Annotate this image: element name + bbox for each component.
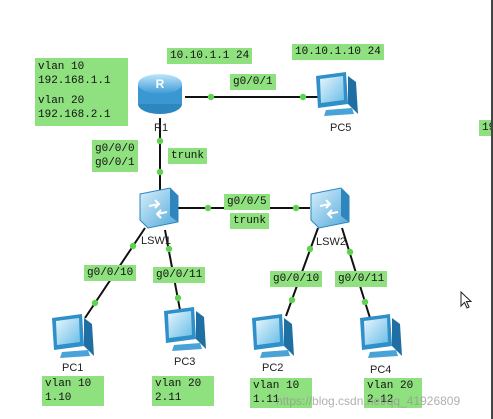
- pc3-vlan-label: vlan 20: [155, 378, 202, 390]
- pc3-ip-label: 2.11: [155, 392, 182, 404]
- trunk-ports-block: g0/0/0 g0/0/1: [92, 140, 138, 172]
- link-dot: [299, 93, 307, 101]
- edge-label: 19: [479, 120, 493, 136]
- lsw1-up-port-label: g0/0/1: [95, 157, 135, 169]
- link-dot: [156, 137, 164, 145]
- mouse-cursor-icon: [460, 291, 473, 309]
- lsw-link-port-label: g0/0/5: [224, 194, 270, 210]
- lsw2-name: LSW2: [316, 236, 346, 248]
- link-dot: [292, 204, 300, 212]
- link-dot: [165, 245, 173, 253]
- svg-text:R: R: [156, 77, 165, 91]
- pc5-icon[interactable]: [316, 72, 358, 116]
- pc5-name: PC5: [330, 122, 352, 134]
- pc4-icon[interactable]: [360, 314, 402, 358]
- router-vlan10-ip: 192.168.1.1: [38, 75, 111, 87]
- link-dot: [361, 298, 369, 306]
- pc2-name: PC2: [262, 362, 284, 374]
- link-dot: [129, 242, 137, 250]
- pc3-address-block: vlan 20 2.11: [152, 376, 214, 406]
- pc2-vlan-label: vlan 10: [253, 380, 300, 392]
- pc3-icon[interactable]: [164, 307, 206, 351]
- pc4-name: PC4: [370, 364, 392, 376]
- pc4-address-block: vlan 20 2.12: [364, 378, 422, 408]
- pc2-ip-label: 1.11: [253, 394, 280, 406]
- switch-lsw1-icon[interactable]: [139, 187, 179, 229]
- link-dot: [91, 299, 99, 307]
- link-dot: [207, 93, 215, 101]
- pc2-address-block: vlan 10 1.11: [250, 378, 312, 408]
- pc1-address-block: vlan 10 1.10: [42, 376, 104, 406]
- link-dot: [156, 168, 164, 176]
- right-edge-line: [491, 0, 493, 419]
- r1-lsw1-mode-label: trunk: [168, 148, 208, 164]
- lsw1-pc3-port-label: g0/0/11: [153, 267, 206, 283]
- router-name: R1: [154, 122, 169, 134]
- router-vlan-block: vlan 10 192.168.1.1 vlan 20 192.168.2.1: [35, 58, 128, 126]
- link-dot: [174, 294, 182, 302]
- pc3-name: PC3: [174, 356, 196, 368]
- pc1-ip-label: 1.10: [45, 392, 72, 404]
- link-dot: [346, 248, 354, 256]
- lsw1-pc1-port-label: g0/0/10: [84, 265, 137, 281]
- pc4-ip-label: 2.12: [367, 394, 394, 406]
- switch-lsw2-icon[interactable]: [310, 187, 350, 229]
- lsw-link-mode-label: trunk: [230, 213, 270, 229]
- watermark-text: https://blog.csdn.net/qq_41926809: [276, 394, 461, 408]
- r1-port-label: g0/0/0: [95, 143, 135, 155]
- link-dot: [306, 245, 314, 253]
- link-dot: [288, 296, 296, 304]
- router-vlan20-label: vlan 20: [38, 95, 85, 107]
- lsw2-pc2-port-label: g0/0/10: [270, 271, 323, 287]
- pc5-ip-label: 10.10.1.10 24: [292, 44, 384, 60]
- router-wan-ip-label: 10.10.1.1 24: [167, 48, 253, 64]
- pc1-vlan-label: vlan 10: [45, 378, 92, 390]
- router-vlan20-ip: 192.168.2.1: [38, 109, 111, 121]
- lsw2-pc4-port-label: g0/0/11: [335, 271, 388, 287]
- router-r1-icon[interactable]: R: [138, 74, 182, 114]
- link-dot: [204, 204, 212, 212]
- lsw1-name: LSW1: [141, 235, 171, 247]
- pc4-vlan-label: vlan 20: [367, 380, 414, 392]
- pc2-icon[interactable]: [252, 314, 294, 358]
- pc1-icon[interactable]: [52, 314, 94, 358]
- r1-pc5-port-label: g0/0/1: [230, 74, 276, 90]
- pc1-name: PC1: [62, 362, 84, 374]
- link-dots: [91, 93, 369, 307]
- router-vlan10-label: vlan 10: [38, 61, 85, 73]
